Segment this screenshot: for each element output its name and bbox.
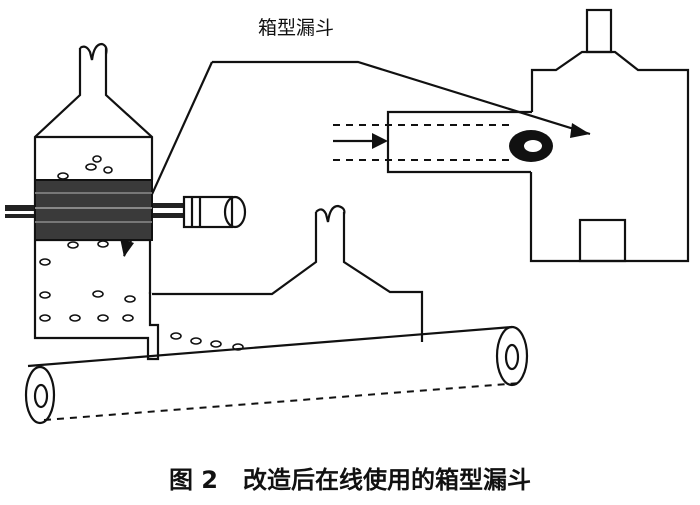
figure-caption: 图 2 改造后在线使用的箱型漏斗 bbox=[169, 466, 531, 494]
hatched-roller-band bbox=[34, 179, 153, 241]
shaft-coupling bbox=[182, 195, 247, 229]
ring-element bbox=[509, 130, 553, 162]
bottom-pipe bbox=[24, 325, 529, 425]
callout-label: 箱型漏斗 bbox=[258, 17, 334, 39]
middle-funnel bbox=[152, 204, 424, 342]
rotating-shaft bbox=[5, 203, 184, 218]
right-structure bbox=[333, 8, 690, 263]
granules bbox=[39, 155, 244, 351]
